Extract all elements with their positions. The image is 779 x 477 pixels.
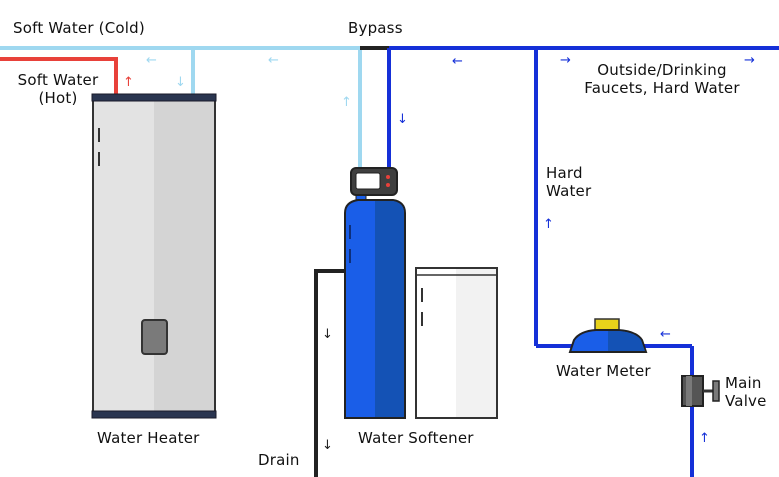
label-bypass: Bypass: [348, 19, 403, 37]
water-heater: [91, 93, 217, 419]
flow-arrow-left-icon: ←: [268, 53, 279, 68]
label-hard-water-line2: Water: [546, 182, 592, 200]
softener-display: [355, 172, 381, 190]
label-water-heater: Water Heater: [97, 429, 200, 447]
flow-arrow-up-icon: ↑: [543, 217, 554, 232]
label-outside-faucets-line2: Faucets, Hard Water: [584, 79, 740, 97]
water-meter: [568, 318, 648, 353]
flow-arrow-down-icon: ↓: [322, 438, 333, 453]
label-main-valve: Main Valve: [725, 374, 767, 410]
flow-arrow-left-icon: ←: [452, 54, 463, 69]
flow-arrow-up-icon: ↑: [341, 95, 352, 110]
flow-arrow-up-icon: ↑: [123, 75, 134, 90]
water-heater-access-panel: [141, 319, 168, 355]
label-main-valve-line1: Main: [725, 374, 762, 392]
label-soft-water-hot-line2: (Hot): [38, 89, 78, 107]
water-softener-tank: [344, 167, 406, 419]
brine-tank: [415, 267, 498, 419]
flow-arrow-left-icon: ←: [146, 53, 157, 68]
hot-water-pipe: [0, 57, 118, 96]
label-water-meter: Water Meter: [556, 362, 651, 380]
label-soft-water-hot-line1: Soft Water: [17, 71, 99, 89]
label-outside-faucets-line1: Outside/Drinking: [597, 61, 727, 79]
flow-arrow-up-icon: ↑: [699, 431, 710, 446]
flow-arrow-down-icon: ↓: [397, 112, 408, 127]
label-drain: Drain: [258, 451, 300, 469]
flow-arrow-down-icon: ↓: [322, 327, 333, 342]
main-valve: [681, 375, 720, 407]
label-hard-water: Hard Water: [546, 164, 591, 200]
label-soft-water-hot: Soft Water (Hot): [8, 71, 108, 107]
label-water-softener: Water Softener: [358, 429, 474, 447]
label-hard-water-line1: Hard: [546, 164, 583, 182]
label-main-valve-line2: Valve: [725, 392, 767, 410]
drain-pipe: [314, 269, 346, 477]
flow-arrow-down-icon: ↓: [175, 75, 186, 90]
label-outside-faucets: Outside/Drinking Faucets, Hard Water: [562, 61, 762, 97]
flow-arrow-right-icon: →: [744, 53, 755, 68]
flow-arrow-left-icon: ←: [660, 327, 671, 342]
flow-arrow-right-icon: →: [560, 53, 571, 68]
label-soft-water-cold: Soft Water (Cold): [13, 19, 145, 37]
